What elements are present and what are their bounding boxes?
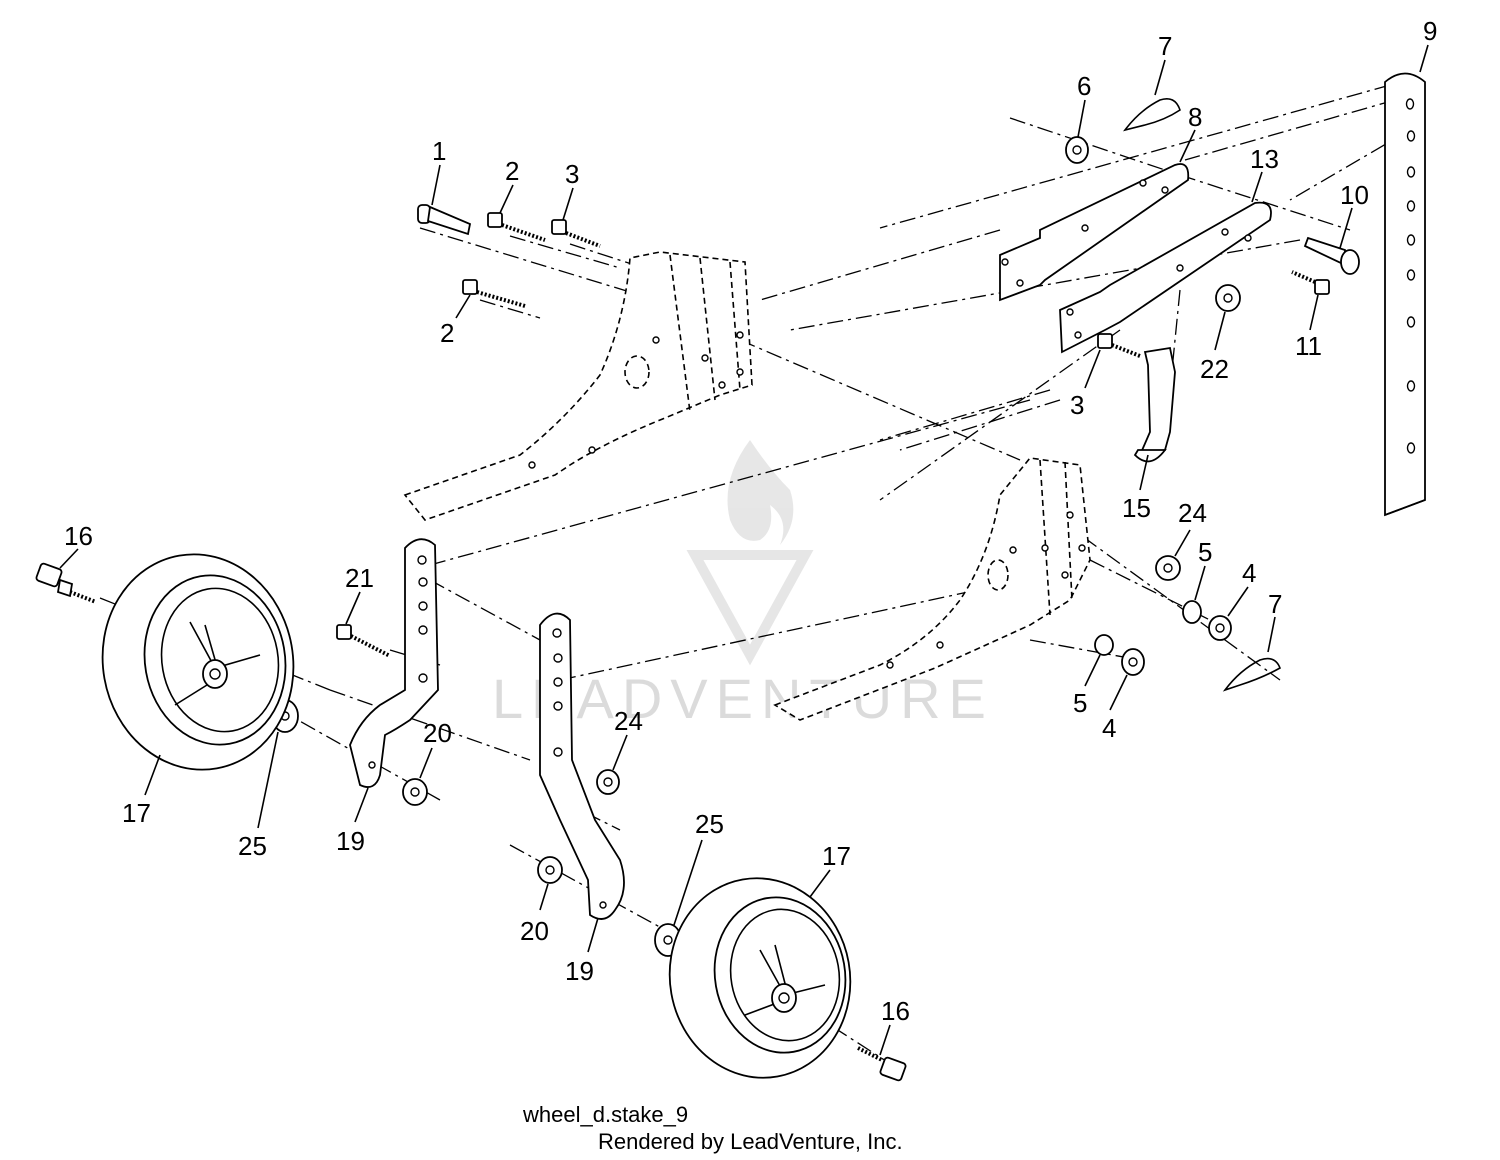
leader-lines: [59, 44, 1429, 1056]
callout-9: 9: [1423, 16, 1437, 46]
callouts: 1 2 3 2 6 7 8 9 13 10 11 22 3 15 24 5 4 …: [64, 16, 1437, 1026]
callout-4b: 4: [1102, 713, 1116, 743]
callout-17b: 17: [822, 841, 851, 871]
callout-5: 5: [1198, 537, 1212, 567]
wheel-left: [101, 553, 295, 771]
callout-24: 24: [1178, 498, 1207, 528]
callout-22: 22: [1200, 354, 1229, 384]
callout-25: 25: [238, 831, 267, 861]
wheel-bracket-right: [539, 612, 625, 920]
callout-2: 2: [505, 156, 519, 186]
diagram-id-caption: wheel_d.stake_9: [522, 1102, 688, 1127]
callout-19: 19: [336, 826, 365, 856]
callout-11: 11: [1295, 331, 1322, 361]
callout-6: 6: [1077, 71, 1091, 101]
callout-20: 20: [423, 718, 452, 748]
bracket-upper: [999, 163, 1190, 302]
callout-3b: 3: [1070, 390, 1084, 420]
tiller-frame-upper: [403, 251, 753, 521]
callout-24b: 24: [614, 706, 643, 736]
bracket-lower: [1059, 201, 1272, 354]
callout-4: 4: [1242, 558, 1256, 588]
callout-3: 3: [565, 159, 579, 189]
callout-16: 16: [64, 521, 93, 551]
callout-25b: 25: [695, 809, 724, 839]
tiller-frame-lower: [773, 457, 1091, 721]
callout-10: 10: [1340, 180, 1369, 210]
depth-stake-bar: [1384, 72, 1426, 517]
latch-clip: [1133, 346, 1176, 463]
callout-5b: 5: [1073, 688, 1087, 718]
callout-7b: 7: [1268, 589, 1282, 619]
callout-2b: 2: [440, 318, 454, 348]
callout-20b: 20: [520, 916, 549, 946]
callout-21: 21: [345, 563, 374, 593]
wheel-right: [668, 877, 852, 1079]
callout-7: 7: [1158, 31, 1172, 61]
callout-1: 1: [432, 136, 446, 166]
wheel-bracket-left: [349, 538, 439, 788]
callout-17: 17: [122, 798, 151, 828]
callout-15: 15: [1122, 493, 1151, 523]
callout-8: 8: [1188, 102, 1202, 132]
callout-19b: 19: [565, 956, 594, 986]
callout-16b: 16: [881, 996, 910, 1026]
render-credit-caption: Rendered by LeadVenture, Inc.: [598, 1129, 903, 1154]
callout-13: 13: [1250, 144, 1279, 174]
